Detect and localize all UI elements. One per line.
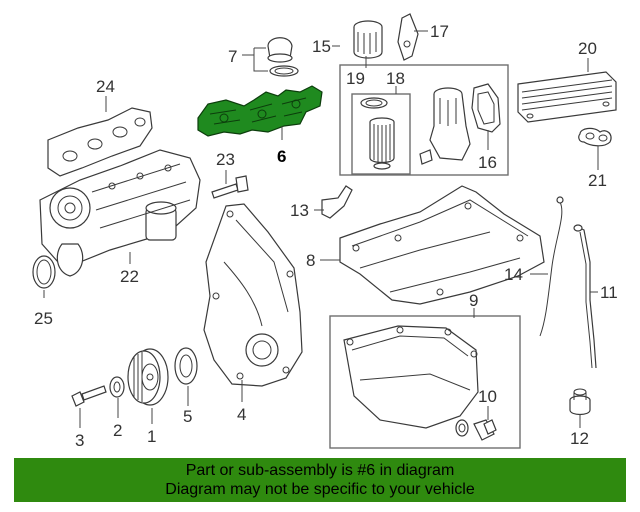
part-3-bolt [71,385,107,407]
part-25-o-ring [32,255,56,289]
part-12-oil-cap [569,388,591,416]
part-9-oil-pan-lower [343,325,479,429]
part-11-dipstick-tube [573,224,597,369]
part-6-highlighted[interactable] [197,85,323,137]
part-17-bracket [397,13,419,61]
info-banner: Part or sub-assembly is #6 in diagram Di… [14,458,626,502]
group-box-15 [339,64,509,176]
callout-24[interactable]: 24 [96,77,115,96]
callout-14[interactable]: 14 [504,265,523,284]
part-13-bracket [321,185,353,219]
group-box-18 [351,93,411,175]
banner-line-part-info: Part or sub-assembly is #6 in diagram [185,462,455,479]
part-23-bolt [211,175,249,199]
callout-9[interactable]: 9 [469,291,478,310]
banner-line-disclaimer: Diagram may not be specific to your vehi… [165,481,475,498]
callout-6[interactable]: 6 [277,147,286,166]
part-21-gasket [578,127,612,147]
part-18-filter-element [360,97,395,170]
callout-15[interactable]: 15 [312,37,331,56]
part-10-drain-plug [455,419,497,441]
oil-filter-housing [419,87,471,165]
part-8-oil-pan-upper [339,185,545,305]
part-24-manifold-gasket [47,107,153,177]
part-16-gasket [471,83,501,133]
part-20-oil-cooler [517,71,617,123]
parts-diagram: 24 22 25 23 4 1 5 2 3 7 6 15 19 17 18 16… [32,13,618,450]
callout-18[interactable]: 18 [386,69,405,88]
callout-11[interactable]: 11 [600,283,618,302]
callout-8[interactable]: 8 [306,251,315,270]
part-1-pulley [127,348,169,406]
group-box-9 [329,315,521,449]
part-22-intake-manifold [39,149,201,277]
callout-21[interactable]: 21 [588,171,607,190]
callout-13[interactable]: 13 [290,201,309,220]
callout-16[interactable]: 16 [478,153,497,172]
callout-17[interactable]: 17 [430,22,449,41]
callout-23[interactable]: 23 [216,150,235,169]
callout-4[interactable]: 4 [237,405,246,424]
part-5-seal [174,347,198,385]
callout-5[interactable]: 5 [183,407,192,426]
callout-7[interactable]: 7 [228,47,237,66]
callout-10[interactable]: 10 [478,387,497,406]
callout-20[interactable]: 20 [578,39,597,58]
part-19-filter-cap [353,20,383,59]
part-2-washer [109,376,125,398]
callout-12[interactable]: 12 [570,429,589,448]
callout-25[interactable]: 25 [34,309,53,328]
part-14-dipstick [539,196,564,337]
callout-1[interactable]: 1 [147,427,156,446]
callout-3[interactable]: 3 [75,431,84,450]
part-4-timing-cover [203,203,303,387]
callout-labels: 24 22 25 23 4 1 5 2 3 7 6 15 19 17 18 16… [34,22,618,450]
callout-22[interactable]: 22 [120,267,139,286]
callout-19[interactable]: 19 [346,69,365,88]
leader-lines [43,30,599,428]
callout-2[interactable]: 2 [113,421,122,440]
part-7-cap-and-seal [267,37,299,77]
